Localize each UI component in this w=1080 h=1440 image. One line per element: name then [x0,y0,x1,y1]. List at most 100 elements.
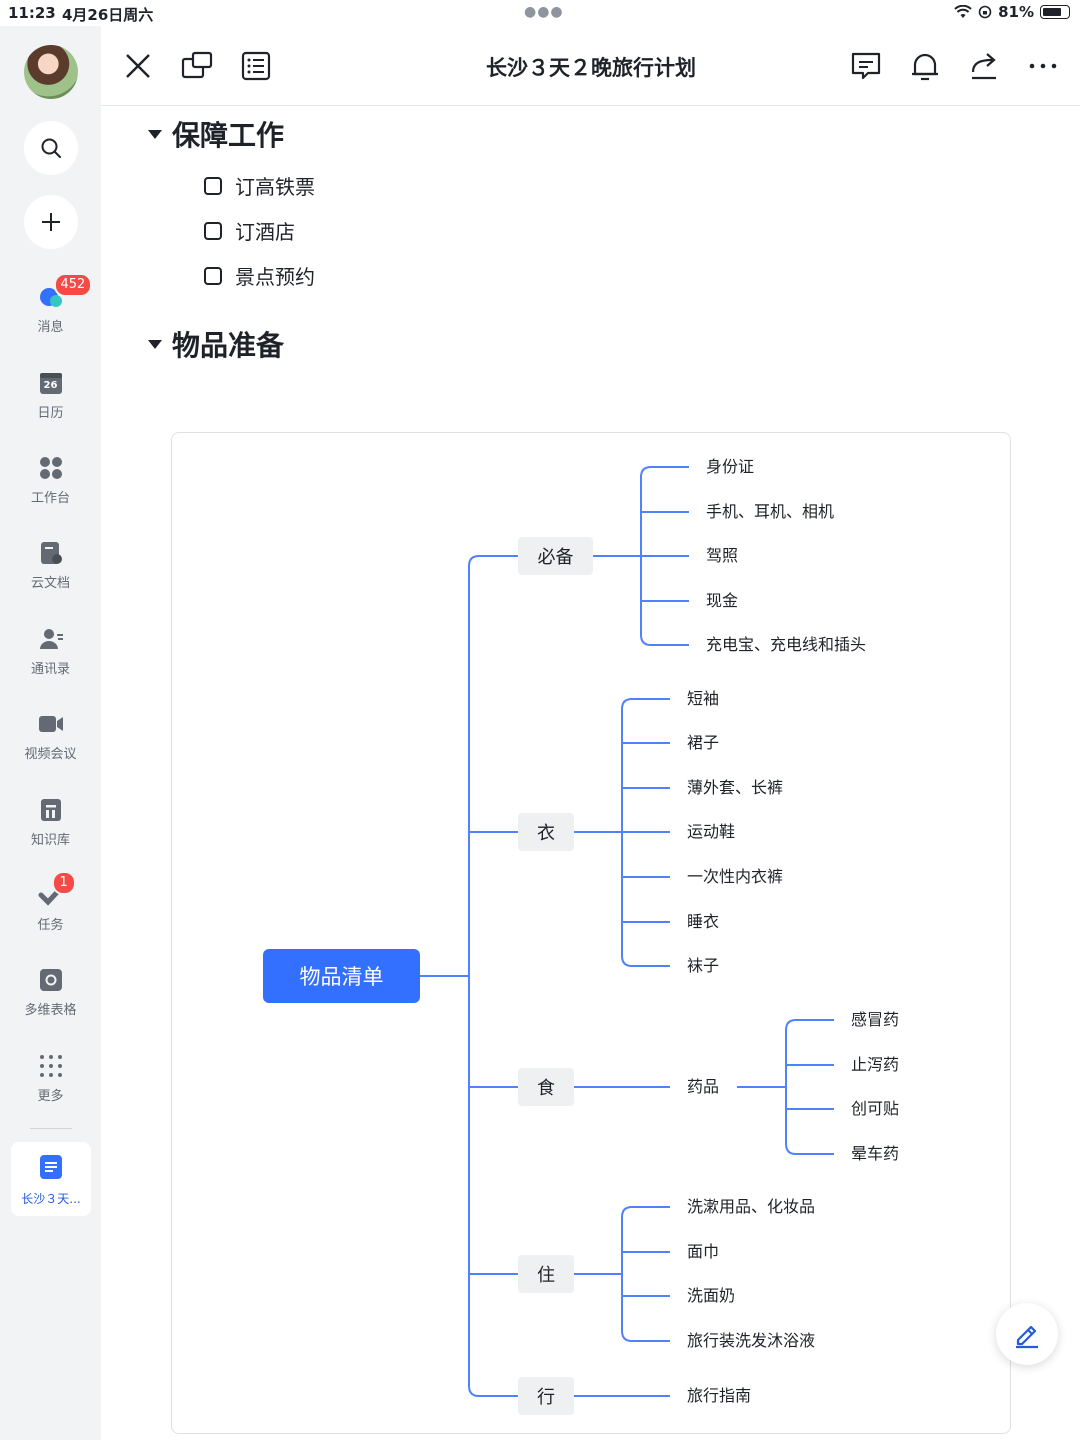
chat-bubbles-icon: 452 [38,273,93,310]
heading-items[interactable]: 物品准备 [148,324,284,364]
contacts-icon [38,626,64,652]
mindmap-leaf[interactable]: 驾照 [706,546,739,565]
todo-checkbox[interactable] [204,221,222,240]
battery-icon [1040,5,1070,19]
battery-percent: 81% [998,3,1034,21]
sidebar-item-more[interactable]: 更多 [0,1053,101,1104]
mindmap-node-xing[interactable]: 行 [518,1377,574,1415]
video-camera-icon [38,711,64,737]
current-doc-label: 长沙３天... [21,1192,81,1206]
collapse-triangle-icon[interactable] [148,129,162,139]
sidebar: 452 消息 26 日历 工作台 云文档 通讯录 视频会议 [0,26,101,1440]
sidebar-item-contacts[interactable]: 通讯录 [0,626,101,677]
sidebar-item-calendar[interactable]: 26 日历 [0,370,101,421]
mindmap-leaf[interactable]: 旅行指南 [687,1386,752,1405]
multitasking-dots-icon[interactable]: ●●● [524,4,564,20]
bell-icon [912,53,938,81]
mindmap-node-yi[interactable]: 衣 [518,813,574,851]
sidebar-item-label: 工作台 [30,491,70,506]
sidebar-divider [30,1128,72,1129]
sidebar-item-label: 更多 [37,1089,64,1104]
status-bar: 11:23 4月26日周六 ●●● 81% [0,0,1080,26]
more-options-button[interactable] [1027,50,1059,82]
todo-checkbox[interactable] [204,176,222,195]
status-right: 81% [954,3,1070,21]
collapse-triangle-icon[interactable] [148,339,162,349]
doc-toolbar: 长沙３天２晚旅行计划 [101,26,1080,106]
share-icon [971,53,996,80]
todo-item: 景点预约 [204,261,315,290]
sidebar-item-label: 任务 [37,918,64,933]
sidebar-item-label: 知识库 [30,833,70,848]
sidebar-item-workplace[interactable]: 工作台 [0,455,101,506]
mindmap-connectors [420,466,834,1397]
rotation-lock-icon [978,5,992,19]
task-check-icon: 1 [38,871,76,908]
edit-fab-button[interactable] [996,1303,1058,1365]
mindmap-leaf[interactable]: 感冒药 [851,1010,900,1029]
mindmap-block[interactable]: 物品清单 必备 身份证 手机、耳机、相机 驾照 现金 充电宝、充电线和插头 衣 … [171,432,1011,1434]
mindmap-leaf[interactable]: 止泻药 [851,1055,900,1074]
mindmap-node-bibei[interactable]: 必备 [518,537,593,575]
sidebar-item-base[interactable]: 多维表格 [0,967,101,1018]
cloud-doc-icon [38,540,64,566]
notification-button[interactable] [909,50,941,82]
create-button[interactable] [24,195,78,249]
mindmap-leaf[interactable]: 裙子 [687,733,720,752]
status-time: 11:23 [8,4,56,22]
new-window-icon [181,51,213,79]
sidebar-item-label: 日历 [37,406,64,421]
sidebar-item-label: 通讯录 [30,662,70,677]
mindmap-leaf[interactable]: 洗面奶 [687,1286,736,1305]
mindmap-leaf[interactable]: 创可贴 [851,1099,900,1118]
mindmap-leaf[interactable]: 晕车药 [851,1144,900,1163]
mindmap-leaf[interactable]: 现金 [706,591,739,610]
mindmap-leaf[interactable]: 身份证 [706,457,755,476]
sidebar-item-label: 消息 [37,320,64,335]
sidebar-item-label: 云文档 [30,576,70,591]
avatar[interactable] [24,45,78,99]
mindmap-leaf[interactable]: 面巾 [687,1242,720,1261]
status-date: 4月26日周六 [62,6,154,24]
sidebar-current-doc[interactable]: 长沙３天... [11,1142,91,1216]
search-icon [41,138,61,158]
comment-icon [851,52,881,80]
mindmap-root-node[interactable]: 物品清单 [263,949,420,1003]
mindmap-leaf[interactable]: 短袖 [687,689,720,708]
share-button[interactable] [968,50,1000,82]
more-dots-icon [38,1053,64,1079]
todo-checkbox[interactable] [204,266,222,285]
sidebar-item-knowledge-base[interactable]: 知识库 [0,797,101,848]
pencil-icon [1016,1325,1038,1349]
page-title: 长沙３天２晚旅行计划 [486,56,696,80]
mindmap-leaf[interactable]: 洗漱用品、化妆品 [687,1197,816,1216]
mindmap-leaf[interactable]: 薄外套、长裤 [687,778,784,797]
mindmap-node-medicine[interactable]: 药品 [687,1077,720,1096]
sidebar-item-video-meeting[interactable]: 视频会议 [0,711,101,762]
todo-item: 订酒店 [204,216,295,245]
mindmap-leaf[interactable]: 袜子 [687,956,720,975]
mindmap-leaf[interactable]: 睡衣 [687,912,720,931]
heading-guarantee[interactable]: 保障工作 [148,114,284,154]
messages-badge: 452 [53,273,93,297]
mindmap-leaf[interactable]: 运动鞋 [687,822,736,841]
search-button[interactable] [24,121,78,175]
new-window-button[interactable] [181,50,213,82]
heading-text: 物品准备 [172,329,285,362]
comments-button[interactable] [850,50,882,82]
outline-button[interactable] [240,50,272,82]
sidebar-item-tasks[interactable]: 1 任务 [0,871,101,933]
mindmap-leaf[interactable]: 手机、耳机、相机 [706,502,835,521]
mindmap-leaf[interactable]: 充电宝、充电线和插头 [706,635,867,654]
mindmap-node-shi[interactable]: 食 [518,1068,574,1106]
sidebar-item-messages[interactable]: 452 消息 [0,273,101,335]
tasks-badge: 1 [51,871,76,895]
calendar-icon: 26 [38,370,64,396]
mindmap-node-zhu[interactable]: 住 [518,1255,574,1293]
mindmap-leaf[interactable]: 旅行装洗发沐浴液 [687,1331,816,1350]
sidebar-item-label: 视频会议 [24,747,77,762]
sidebar-item-cloud-docs[interactable]: 云文档 [0,540,101,591]
close-button[interactable] [122,50,154,82]
mindmap-leaf[interactable]: 一次性内衣裤 [687,867,784,886]
sidebar-item-label: 多维表格 [24,1003,77,1018]
